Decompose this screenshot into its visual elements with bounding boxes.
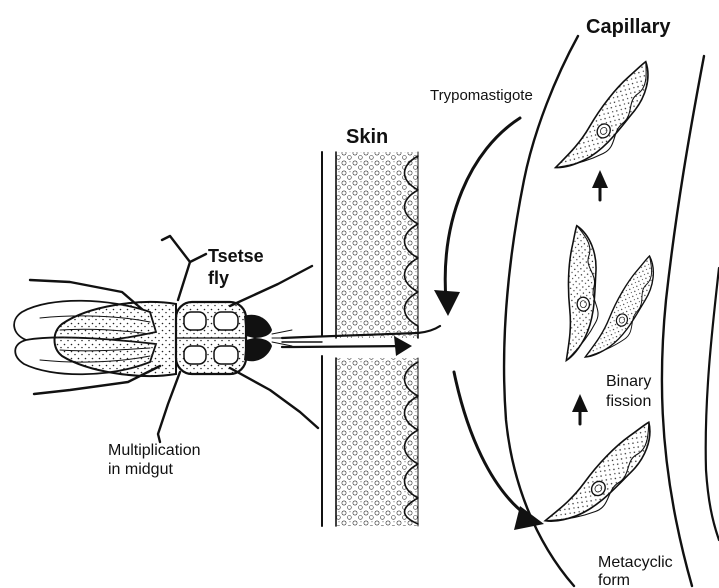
tsetse-fly-label-line1: Tsetse [208, 246, 264, 266]
trypanosome-top [556, 49, 660, 188]
trypanosomes [545, 49, 662, 545]
binary-fission-label-line2: fission [606, 393, 651, 410]
trypanosome-bottom [545, 407, 661, 545]
capillary-wall-edge [706, 268, 719, 540]
skin-label: Skin [346, 126, 388, 148]
multiplication-label-line2: in midgut [108, 461, 173, 478]
capillary-label: Capillary [586, 16, 671, 38]
binary-fission-label-line1: Binary [606, 373, 651, 390]
multiplication-label-line1: Multiplication [108, 442, 200, 459]
skin-section [322, 152, 418, 526]
metacyclic-form-label-line1: Metacyclic [598, 554, 673, 571]
trypomastigote-label: Trypomastigote [430, 87, 533, 104]
capillary-wall-right [662, 56, 704, 586]
arrow-to-metacyclic-curve [454, 372, 530, 518]
metacyclic-form-label-line2: form [598, 572, 630, 588]
tsetse-fly-label-line2: fly [208, 268, 229, 288]
tsetse-fly-illustration [14, 236, 318, 442]
